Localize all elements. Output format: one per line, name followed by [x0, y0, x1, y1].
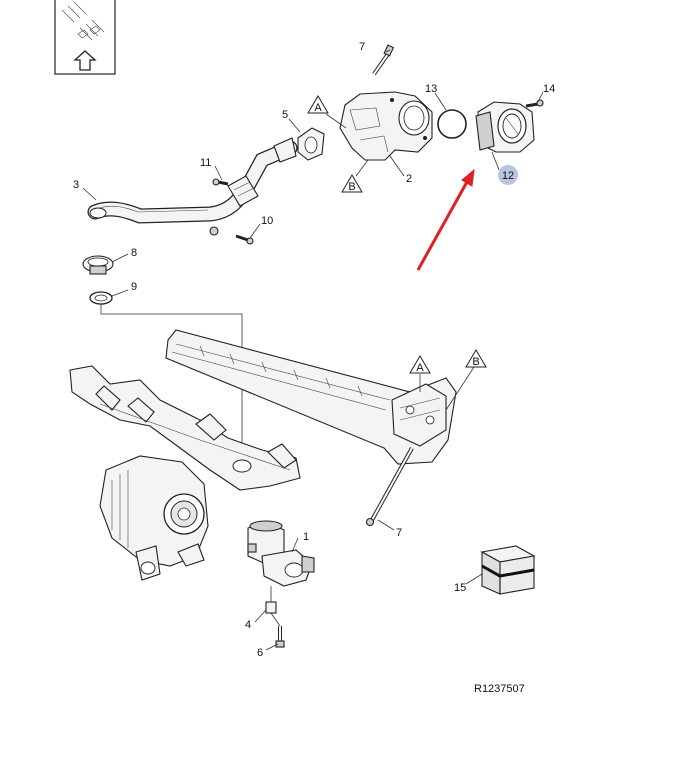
- bolt-7-top[interactable]: [372, 44, 395, 76]
- intake-manifold[interactable]: [165, 329, 457, 465]
- o-ring[interactable]: [437, 109, 467, 139]
- part-12-highlight: [498, 165, 518, 185]
- svg-text:A: A: [416, 362, 424, 374]
- up-arrow-icon: [73, 50, 97, 71]
- callout-10[interactable]: 10: [261, 215, 273, 227]
- egr-actuator[interactable]: [247, 520, 315, 587]
- callout-8[interactable]: 8: [131, 247, 137, 259]
- leader-lines: [82, 49, 544, 651]
- svg-text:B: B: [472, 356, 479, 368]
- drawing-number: R1237507: [474, 683, 525, 695]
- turbocharger[interactable]: [99, 455, 209, 581]
- callout-5[interactable]: 5: [282, 109, 288, 121]
- bolt-6[interactable]: [275, 626, 285, 648]
- egr-pipe[interactable]: [87, 137, 298, 224]
- callout-3[interactable]: 3: [73, 179, 79, 191]
- callout-15[interactable]: 15: [454, 582, 466, 594]
- callout-7-lower[interactable]: 7: [396, 527, 402, 539]
- callout-14[interactable]: 14: [543, 83, 555, 95]
- svg-text:B: B: [348, 181, 355, 193]
- svg-text:A: A: [314, 102, 322, 114]
- callout-1[interactable]: 1: [303, 531, 309, 543]
- bolt-10[interactable]: [235, 234, 254, 245]
- callout-6[interactable]: 6: [257, 647, 263, 659]
- clamp-8[interactable]: [82, 255, 114, 275]
- callout-11[interactable]: 11: [200, 157, 211, 169]
- callout-2[interactable]: 2: [406, 173, 412, 185]
- callout-7-top[interactable]: 7: [359, 41, 365, 53]
- gasket-9[interactable]: [89, 291, 113, 305]
- callout-9[interactable]: 9: [131, 281, 137, 293]
- ref-marker-a-lower: A: [409, 355, 431, 374]
- callout-13[interactable]: 13: [425, 83, 437, 95]
- bolt-11[interactable]: [212, 178, 229, 186]
- callout-4[interactable]: 4: [245, 619, 251, 631]
- ref-marker-b-upper: B: [341, 174, 363, 193]
- spacer-4[interactable]: [265, 601, 277, 614]
- view-direction-inset: [54, 0, 116, 75]
- red-pointer-arrow: [416, 168, 475, 271]
- gasket-kit-box[interactable]: [480, 545, 536, 595]
- ref-marker-b-lower: B: [465, 349, 487, 368]
- throttle-body[interactable]: [475, 101, 535, 153]
- ref-marker-a-upper: A: [307, 95, 329, 114]
- callout-12[interactable]: 12: [502, 170, 514, 182]
- egr-valve-housing[interactable]: [339, 91, 433, 161]
- exhaust-manifold[interactable]: [69, 365, 301, 491]
- bolt-14[interactable]: [525, 99, 544, 108]
- bolt-7-lower[interactable]: [365, 447, 414, 527]
